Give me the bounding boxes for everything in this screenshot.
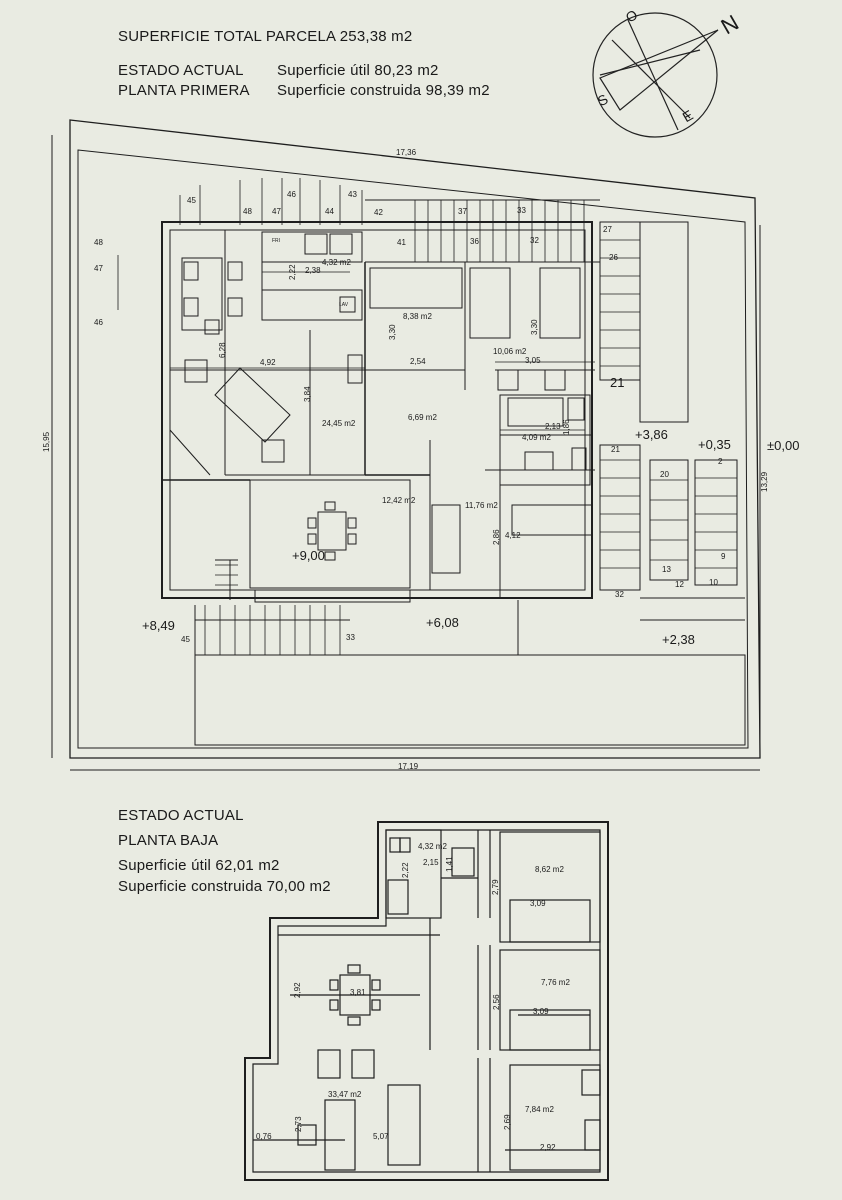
lower-dim-141: 1,41 — [445, 856, 454, 872]
step-32: 32 — [530, 236, 539, 245]
lower-built-area: Superficie construida 70,00 m2 — [118, 878, 331, 895]
dim-254: 2,54 — [410, 357, 426, 366]
level-386: +3,86 — [635, 427, 668, 442]
area-432: 4,32 m2 — [322, 258, 351, 267]
area-1006: 10,06 m2 — [493, 347, 527, 356]
compass-e: E — [679, 106, 696, 126]
step-45b: 45 — [181, 635, 190, 644]
lower-state-label: ESTADO ACTUAL — [118, 807, 244, 824]
step-33: 33 — [517, 206, 526, 215]
dim-top: 17,36 — [396, 148, 417, 157]
step-21b: 21 — [611, 445, 620, 454]
level-035: +0,35 — [698, 437, 731, 452]
step-48a: 48 — [94, 238, 103, 247]
dim-right: 13,29 — [760, 471, 769, 492]
dim-238: 2,38 — [305, 266, 321, 275]
lower-area-432: 4,32 m2 — [418, 842, 447, 851]
dim-213: 2,13 — [545, 422, 561, 431]
lower-area-3347: 33,47 m2 — [328, 1090, 362, 1099]
step-21a: 21 — [610, 375, 625, 390]
lower-dim-309a: 3,09 — [530, 899, 546, 908]
step-2: 2 — [718, 457, 723, 466]
compass-s: S — [594, 90, 611, 110]
lower-area-784: 7,84 m2 — [525, 1105, 554, 1114]
lower-area-862: 8,62 m2 — [535, 865, 564, 874]
area-669: 6,69 m2 — [408, 413, 437, 422]
area-409: 4,09 m2 — [522, 433, 551, 442]
step-9: 9 — [721, 552, 726, 561]
total-plot-area: SUPERFICIE TOTAL PARCELA 253,38 m2 — [118, 28, 413, 45]
fridge-label: FRI — [272, 238, 281, 244]
step-42: 42 — [374, 208, 383, 217]
lower-dim-292b: 2,92 — [540, 1143, 556, 1152]
dim-330b: 3,30 — [530, 319, 539, 335]
step-13: 13 — [662, 565, 671, 574]
level-000: ±0,00 — [767, 438, 800, 453]
dim-222: 2,22 — [288, 264, 297, 280]
lower-dim-269: 2,69 — [503, 1114, 512, 1130]
dim-492: 4,92 — [260, 358, 276, 367]
area-1242: 12,42 m2 — [382, 496, 416, 505]
dim-bottom: 17,19 — [398, 762, 419, 771]
lower-area-776: 7,76 m2 — [541, 978, 570, 987]
floor-label: PLANTA PRIMERA — [118, 82, 250, 99]
step-26: 26 — [609, 253, 618, 262]
step-12: 12 — [675, 580, 684, 589]
step-44: 44 — [325, 207, 334, 216]
step-37: 37 — [458, 207, 467, 216]
lower-floor-label: PLANTA BAJA — [118, 832, 219, 849]
lower-dim-076: 0,76 — [256, 1132, 272, 1141]
step-20: 20 — [660, 470, 669, 479]
step-46: 46 — [287, 190, 296, 199]
level-238: +2,38 — [662, 632, 695, 647]
lower-dim-273: 2,73 — [294, 1116, 303, 1132]
dim-305: 3,05 — [525, 356, 541, 365]
lower-dim-309b: 3,09 — [533, 1007, 549, 1016]
area-2445: 24,45 m2 — [322, 419, 356, 428]
level-608: +6,08 — [426, 615, 459, 630]
lower-dim-279: 2,79 — [491, 879, 500, 895]
dim-286: 2,86 — [492, 529, 501, 545]
step-46a: 46 — [94, 318, 103, 327]
lower-dim-215: 2,15 — [423, 858, 439, 867]
step-48: 48 — [243, 207, 252, 216]
lower-useful-area: Superficie útil 62,01 m2 — [118, 857, 280, 874]
area-1176: 11,76 m2 — [465, 501, 498, 510]
useful-area: Superficie útil 80,23 m2 — [277, 62, 439, 79]
washer-label: LAV — [339, 302, 349, 308]
step-32b: 32 — [615, 590, 624, 599]
step-36: 36 — [470, 237, 479, 246]
lower-dim-292: 2,92 — [293, 982, 302, 998]
step-10: 10 — [709, 578, 718, 587]
lower-dim-222: 2,22 — [401, 862, 410, 878]
dim-left: 15,95 — [42, 431, 51, 452]
dim-330a: 3,30 — [388, 324, 397, 340]
step-41: 41 — [397, 238, 406, 247]
dim-412: 4,12 — [505, 531, 521, 540]
step-47a: 47 — [94, 264, 103, 273]
step-45: 45 — [187, 196, 196, 205]
level-900: +9,00 — [292, 548, 325, 563]
compass-north: N — [716, 9, 743, 40]
lower-dim-507: 5,07 — [373, 1132, 389, 1141]
dim-628: 6,28 — [218, 342, 227, 358]
state-label: ESTADO ACTUAL — [118, 62, 244, 79]
dim-384: 3,84 — [303, 386, 312, 402]
level-849: +8,49 — [142, 618, 175, 633]
lower-dim-256: 2,56 — [492, 994, 501, 1010]
area-838: 8,38 m2 — [403, 312, 432, 321]
step-33b: 33 — [346, 633, 355, 642]
lower-dim-381: 3,81 — [350, 988, 366, 997]
dim-186: 1,86 — [562, 419, 571, 435]
step-27: 27 — [603, 225, 612, 234]
step-47: 47 — [272, 207, 281, 216]
built-area: Superficie construida 98,39 m2 — [277, 82, 490, 99]
compass-o: O — [622, 6, 641, 26]
step-43: 43 — [348, 190, 357, 199]
